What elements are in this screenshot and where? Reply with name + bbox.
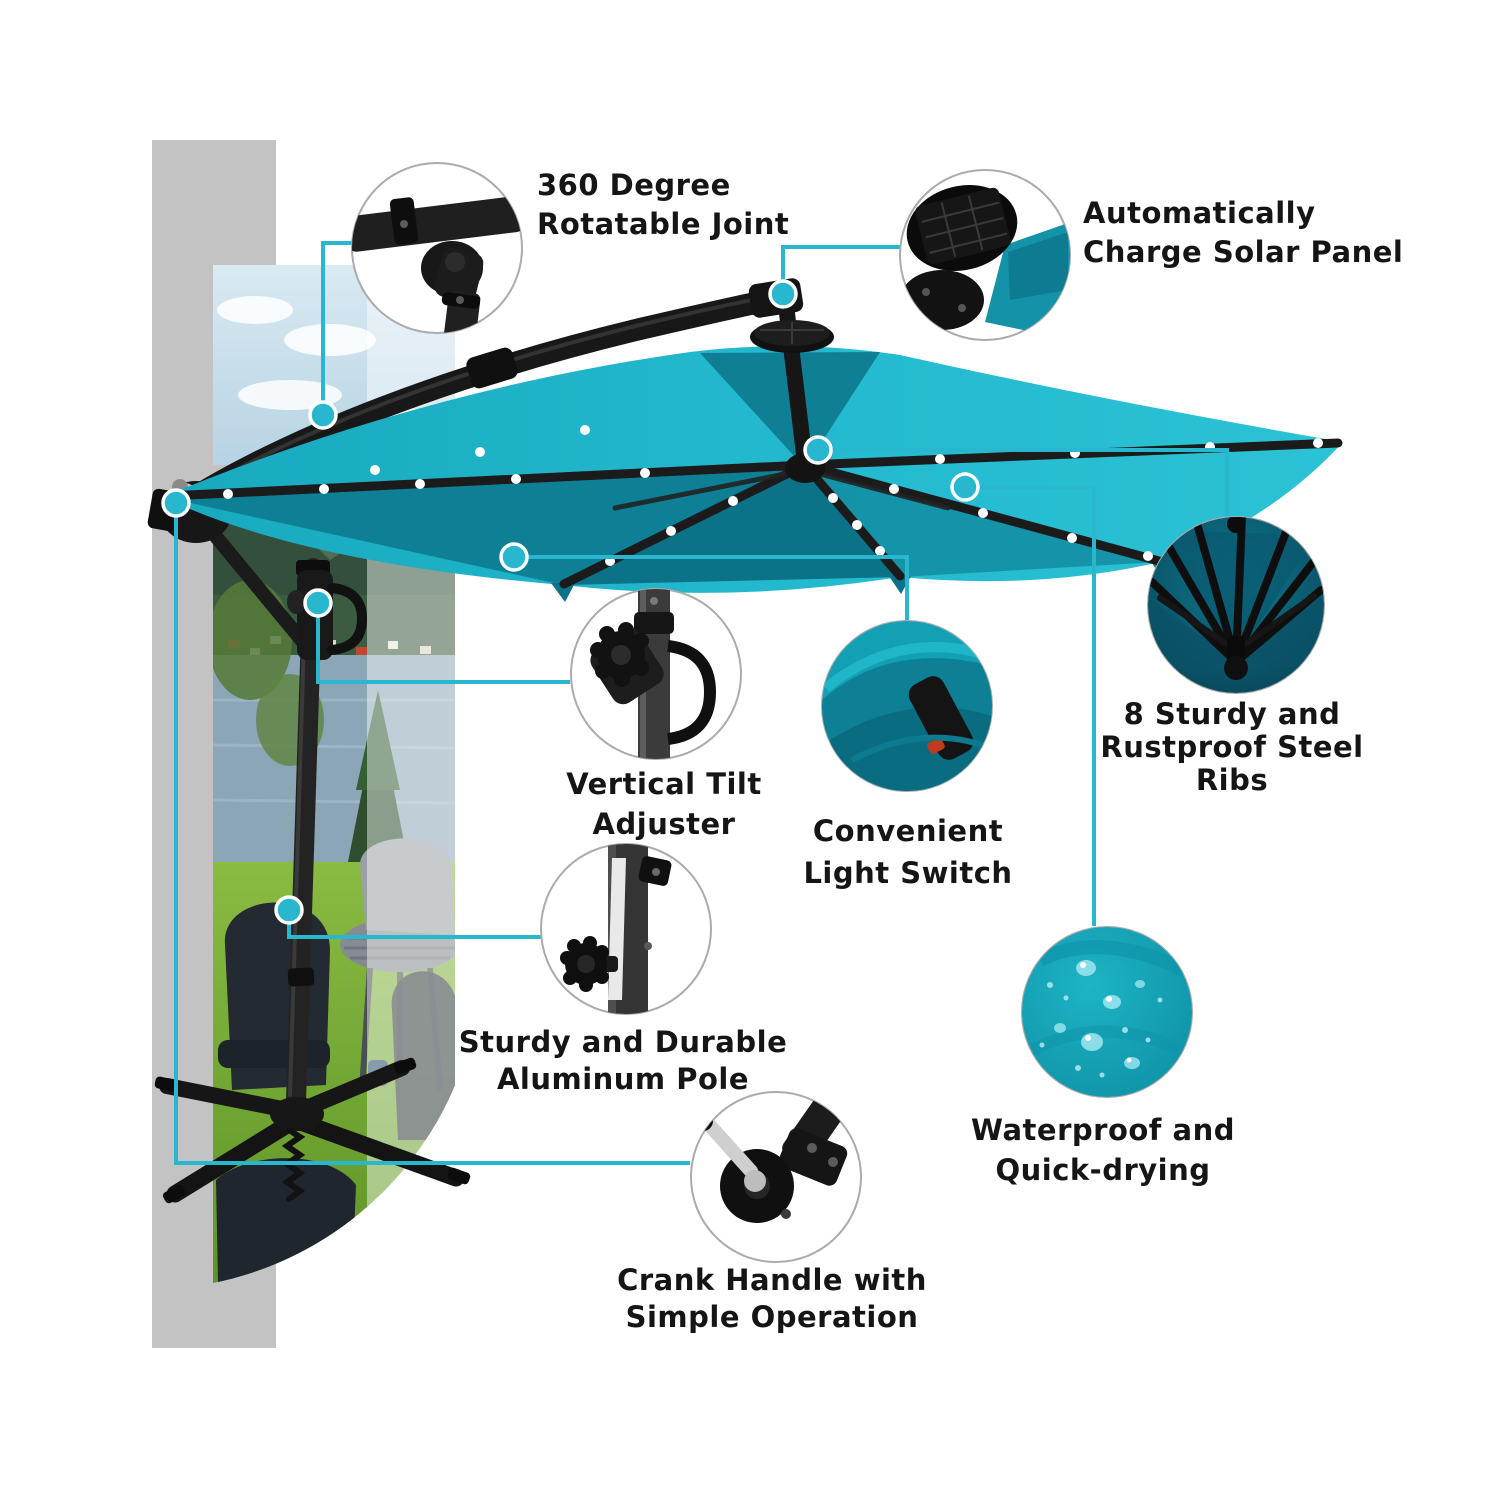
dot-steel-ribs bbox=[803, 435, 833, 465]
dot-tilt-adjuster bbox=[303, 588, 333, 618]
label-line: 8 Sturdy and bbox=[1123, 697, 1341, 731]
solar-panel-photo bbox=[900, 185, 1070, 340]
star-knob bbox=[590, 622, 649, 687]
callout-dots bbox=[161, 279, 980, 925]
pole-knob bbox=[560, 936, 618, 992]
dot-solar-panel bbox=[768, 279, 798, 309]
tilt-adjuster-photo bbox=[590, 589, 717, 759]
solar-panel-top bbox=[750, 320, 834, 353]
support-strut bbox=[206, 526, 315, 655]
label-line: Automatically bbox=[1083, 196, 1316, 230]
dot-rotatable-joint bbox=[308, 400, 338, 430]
label-line: Rotatable Joint bbox=[537, 207, 790, 241]
callout-connectors bbox=[174, 241, 1229, 1165]
water-droplets bbox=[1039, 960, 1163, 1078]
connector-solar-panel bbox=[781, 245, 901, 294]
steel-ribs-photo bbox=[1148, 517, 1324, 693]
connector-steel-ribs bbox=[818, 448, 1229, 516]
inset-aluminum-pole bbox=[540, 843, 712, 1015]
label-line: Waterproof and bbox=[971, 1113, 1235, 1147]
dot-light-switch bbox=[499, 542, 529, 572]
waterproof-fabric-photo bbox=[1022, 927, 1192, 1097]
connector-waterproof bbox=[965, 485, 1096, 926]
inset-waterproof bbox=[1021, 926, 1193, 1098]
label-solar-panel: Automatically Charge Solar Panel bbox=[1083, 194, 1403, 272]
label-line: Vertical Tilt bbox=[566, 767, 762, 801]
light-switch-photo bbox=[822, 621, 992, 791]
dot-aluminum-pole bbox=[274, 895, 304, 925]
inset-light-switch bbox=[821, 620, 993, 792]
label-line: Light Switch bbox=[803, 856, 1013, 890]
aluminum-pole-photo bbox=[560, 844, 672, 1014]
label-line: Charge Solar Panel bbox=[1083, 235, 1404, 269]
connector-crank-handle bbox=[174, 503, 690, 1165]
crank-handle-photo bbox=[693, 1095, 848, 1223]
trees bbox=[213, 580, 408, 862]
label-steel-ribs: 8 Sturdy and Rustproof Steel Ribs bbox=[1100, 698, 1363, 797]
label-tilt-adjuster: Vertical Tilt Adjuster bbox=[566, 764, 761, 844]
label-line: Rustproof Steel bbox=[1100, 730, 1364, 764]
connector-tilt-adjuster bbox=[316, 603, 570, 684]
label-aluminum-pole: Sturdy and Durable Aluminum Pole bbox=[459, 1024, 787, 1098]
label-line: Sturdy and Durable bbox=[458, 1025, 788, 1059]
led-lights bbox=[223, 425, 1323, 566]
arm-collar bbox=[466, 347, 518, 389]
connector-light-switch bbox=[514, 555, 909, 620]
inset-steel-ribs bbox=[1147, 516, 1325, 694]
label-line: Simple Operation bbox=[625, 1300, 919, 1334]
label-rotatable-joint: 360 Degree Rotatable Joint bbox=[537, 166, 789, 244]
label-line: Ribs bbox=[1195, 763, 1269, 797]
label-line: Aluminum Pole bbox=[496, 1062, 750, 1096]
label-crank-handle: Crank Handle with Simple Operation bbox=[617, 1262, 927, 1336]
dot-crank-handle bbox=[161, 488, 191, 518]
connector-rotatable-joint bbox=[321, 241, 353, 415]
dot-waterproof bbox=[950, 472, 980, 502]
label-line: Crank Handle with bbox=[617, 1263, 927, 1297]
label-light-switch: Convenient Light Switch bbox=[803, 810, 1012, 894]
inset-tilt-adjuster bbox=[570, 588, 742, 760]
umbrella-canopy bbox=[163, 304, 1343, 602]
label-line: Quick-drying bbox=[995, 1153, 1211, 1187]
label-line: 360 Degree bbox=[537, 168, 731, 202]
label-waterproof: Waterproof and Quick-drying bbox=[971, 1110, 1235, 1190]
label-line: Adjuster bbox=[592, 807, 736, 841]
inset-crank-handle bbox=[690, 1091, 862, 1263]
label-line: Convenient bbox=[812, 814, 1004, 848]
inset-solar-panel bbox=[899, 169, 1071, 341]
